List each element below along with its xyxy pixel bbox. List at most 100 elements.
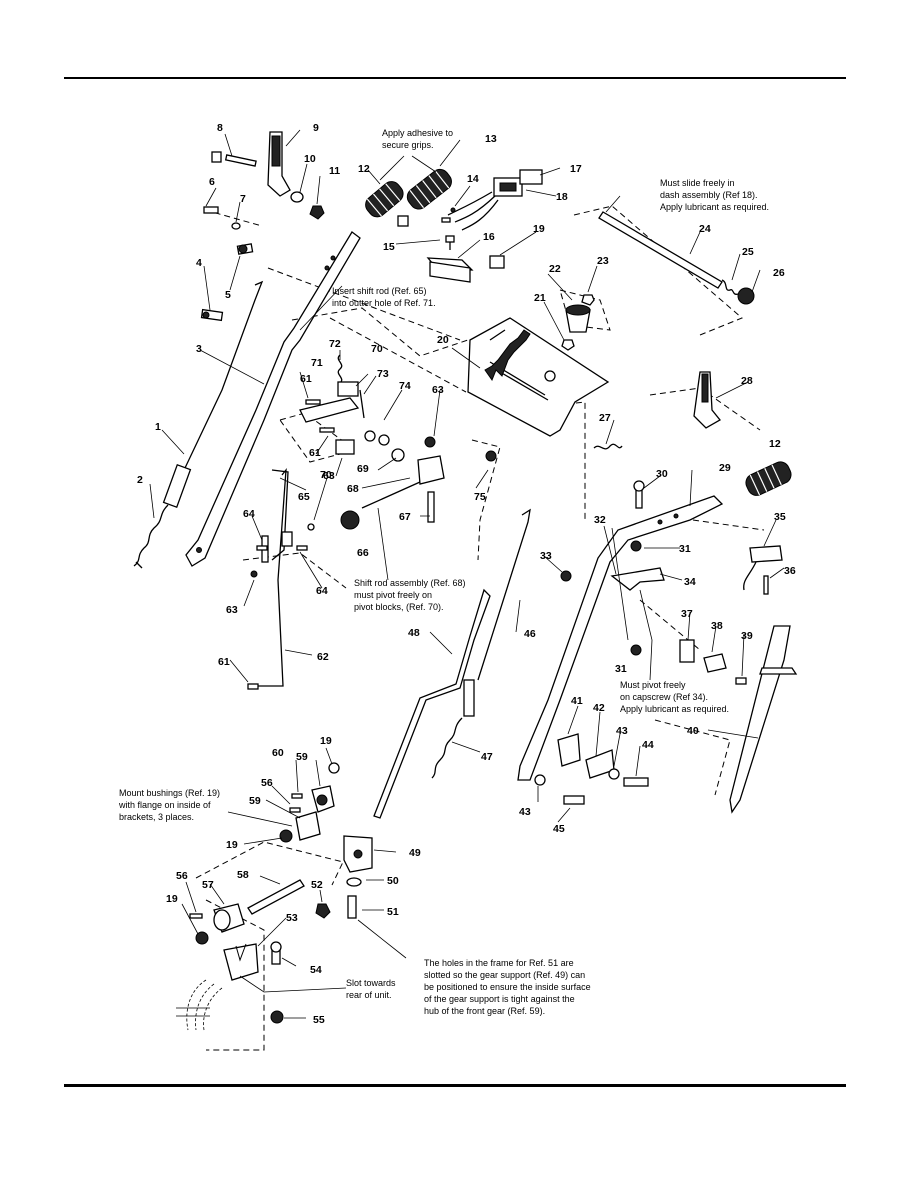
top-rule <box>64 77 846 79</box>
right-handle-29 <box>517 495 724 781</box>
note-shift-rod-1: Shift rod assembly (Ref. 68) <box>354 578 466 588</box>
callout-30: 30 <box>656 468 668 480</box>
callout-5: 5 <box>225 289 231 301</box>
callout-74: 74 <box>399 380 411 392</box>
callout-26: 26 <box>773 267 785 279</box>
callout-24: 24 <box>699 223 711 235</box>
callout-64a: 64 <box>243 508 255 520</box>
note-pivot-2: on capscrew (Ref 34). <box>620 692 708 702</box>
nut-63 <box>424 436 436 448</box>
left-handle-3 <box>185 231 361 567</box>
callout-36: 36 <box>784 565 796 577</box>
callout-9: 9 <box>313 122 319 134</box>
note-slide-2: dash assembly (Ref 18). <box>660 190 758 200</box>
callout-52: 52 <box>311 879 323 891</box>
right-handle-assembly <box>517 371 798 814</box>
assembly-guide-lines <box>195 205 765 1051</box>
callout-59b: 59 <box>249 795 261 807</box>
callout-12b: 12 <box>769 438 781 450</box>
callout-46: 46 <box>524 628 536 640</box>
callout-61b: 61 <box>309 447 321 459</box>
knob-26 <box>737 287 755 305</box>
bracket-41 <box>557 733 581 767</box>
callout-28: 28 <box>741 375 753 387</box>
nut-31a <box>630 540 642 552</box>
callout-40: 40 <box>687 725 699 737</box>
washer-43 <box>534 774 546 786</box>
callout-63b: 63 <box>323 470 335 482</box>
bushing-38 <box>703 653 727 673</box>
note-holes-3: be positioned to ensure the inside surfa… <box>424 982 591 992</box>
nut-21 <box>561 339 575 351</box>
callout-70b: 70 <box>320 469 332 481</box>
pivot-block-70b <box>335 439 355 455</box>
callout-6: 6 <box>209 176 215 188</box>
grip-12b <box>745 461 792 496</box>
callout-72: 72 <box>329 338 341 350</box>
spring-47 <box>431 717 463 779</box>
pivot-block-70a <box>337 381 359 397</box>
callout-35: 35 <box>774 511 786 523</box>
note-adhesive-1: Apply adhesive to <box>382 128 453 138</box>
callout-65: 65 <box>298 491 310 503</box>
bracket-34 <box>610 567 665 591</box>
nut-52 <box>315 903 331 919</box>
washer-50 <box>346 877 362 887</box>
callout-15: 15 <box>383 241 395 253</box>
spacer-37 <box>679 639 695 663</box>
note-holes-1: The holes in the frame for Ref. 51 are <box>424 958 574 968</box>
callout-8: 8 <box>217 122 223 134</box>
callout-50: 50 <box>387 875 399 887</box>
callout-13: 13 <box>485 133 497 145</box>
gear-59b <box>295 811 321 841</box>
callout-19d: 19 <box>166 893 178 905</box>
callout-54: 54 <box>310 964 322 976</box>
left-handle-assembly <box>133 231 361 569</box>
nut-23 <box>581 294 595 306</box>
grips-and-dash <box>365 168 543 283</box>
pin-61c <box>247 683 259 690</box>
shift-rod-68 <box>361 481 421 509</box>
shaft-58 <box>247 879 305 915</box>
callout-37: 37 <box>681 608 693 620</box>
callout-18: 18 <box>556 191 568 203</box>
leader-lines <box>149 129 785 1019</box>
callout-56a: 56 <box>261 777 273 789</box>
bolt-45 <box>563 795 585 805</box>
callout-67: 67 <box>399 511 411 523</box>
note-slide-3: Apply lubricant as required. <box>660 202 769 212</box>
callout-29: 29 <box>719 462 731 474</box>
control-cable-1 <box>184 280 264 469</box>
callout-labels: 1 2 3 4 5 6 7 8 9 10 11 12 13 14 15 16 1… <box>137 122 796 1026</box>
nut-33 <box>560 570 572 582</box>
callout-17: 17 <box>570 163 582 175</box>
bushing-19a <box>328 762 340 774</box>
grip-13 <box>406 168 452 210</box>
callout-31b: 31 <box>615 663 627 675</box>
callout-31a: 31 <box>679 543 691 555</box>
callout-64b: 64 <box>316 585 328 597</box>
bushing-19 <box>489 255 505 269</box>
washer-69 <box>391 448 405 462</box>
spacer-10 <box>290 191 304 203</box>
bushing-19b <box>279 829 293 843</box>
callout-10: 10 <box>304 153 316 165</box>
callout-32: 32 <box>594 514 606 526</box>
note-holes-4: of the gear support is tight against the <box>424 994 575 1004</box>
note-shift-rod-2: must pivot freely on <box>354 590 432 600</box>
note-insert-1: Insert shift rod (Ref. 65) <box>332 286 427 296</box>
rod-assembly-24 <box>598 211 755 305</box>
callout-58: 58 <box>237 869 249 881</box>
callout-2: 2 <box>137 474 143 486</box>
note-holes-5: hub of the front gear (Ref. 59). <box>424 1006 545 1016</box>
note-bushings-1: Mount bushings (Ref. 19) <box>119 788 220 798</box>
callout-63a: 63 <box>432 384 444 396</box>
callout-38: 38 <box>711 620 723 632</box>
long-rods <box>373 508 531 819</box>
pin-60 <box>291 793 303 799</box>
bolt-6 <box>203 206 219 214</box>
callout-44: 44 <box>642 739 654 751</box>
note-slot-1: Slot towards <box>346 978 396 988</box>
callout-73: 73 <box>377 368 389 380</box>
